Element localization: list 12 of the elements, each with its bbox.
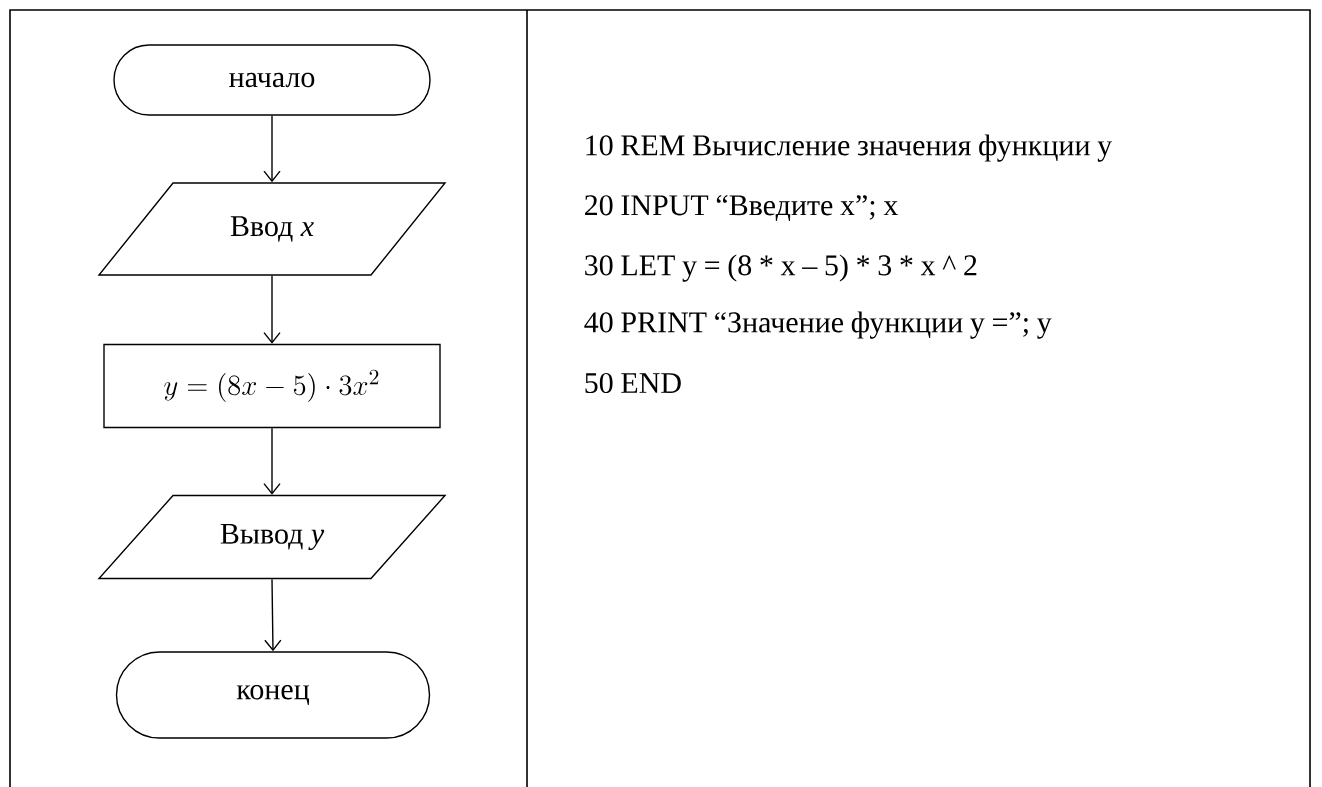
arrow [264, 578, 282, 652]
process-box: $y = (8x - 5) \cdot 3x^{2}$ [103, 343, 441, 429]
code-line: 40 PRINT “Значение функции y =”; y [584, 311, 1052, 339]
code-line: 30 LET y = (8 * x – 5) * 3 * x ^ 2 [585, 254, 977, 282]
arrow [263, 427, 281, 495]
code-line: 50 END [585, 372, 681, 394]
terminal-box: конец [115, 651, 431, 739]
arrow [263, 115, 281, 183]
arrow [263, 275, 281, 344]
code-line: 20 INPUT “Введите x”; x [585, 195, 898, 221]
terminal-box: начало [113, 44, 431, 116]
code-line: 10 REM Вычисление значения функции y [586, 134, 1113, 162]
